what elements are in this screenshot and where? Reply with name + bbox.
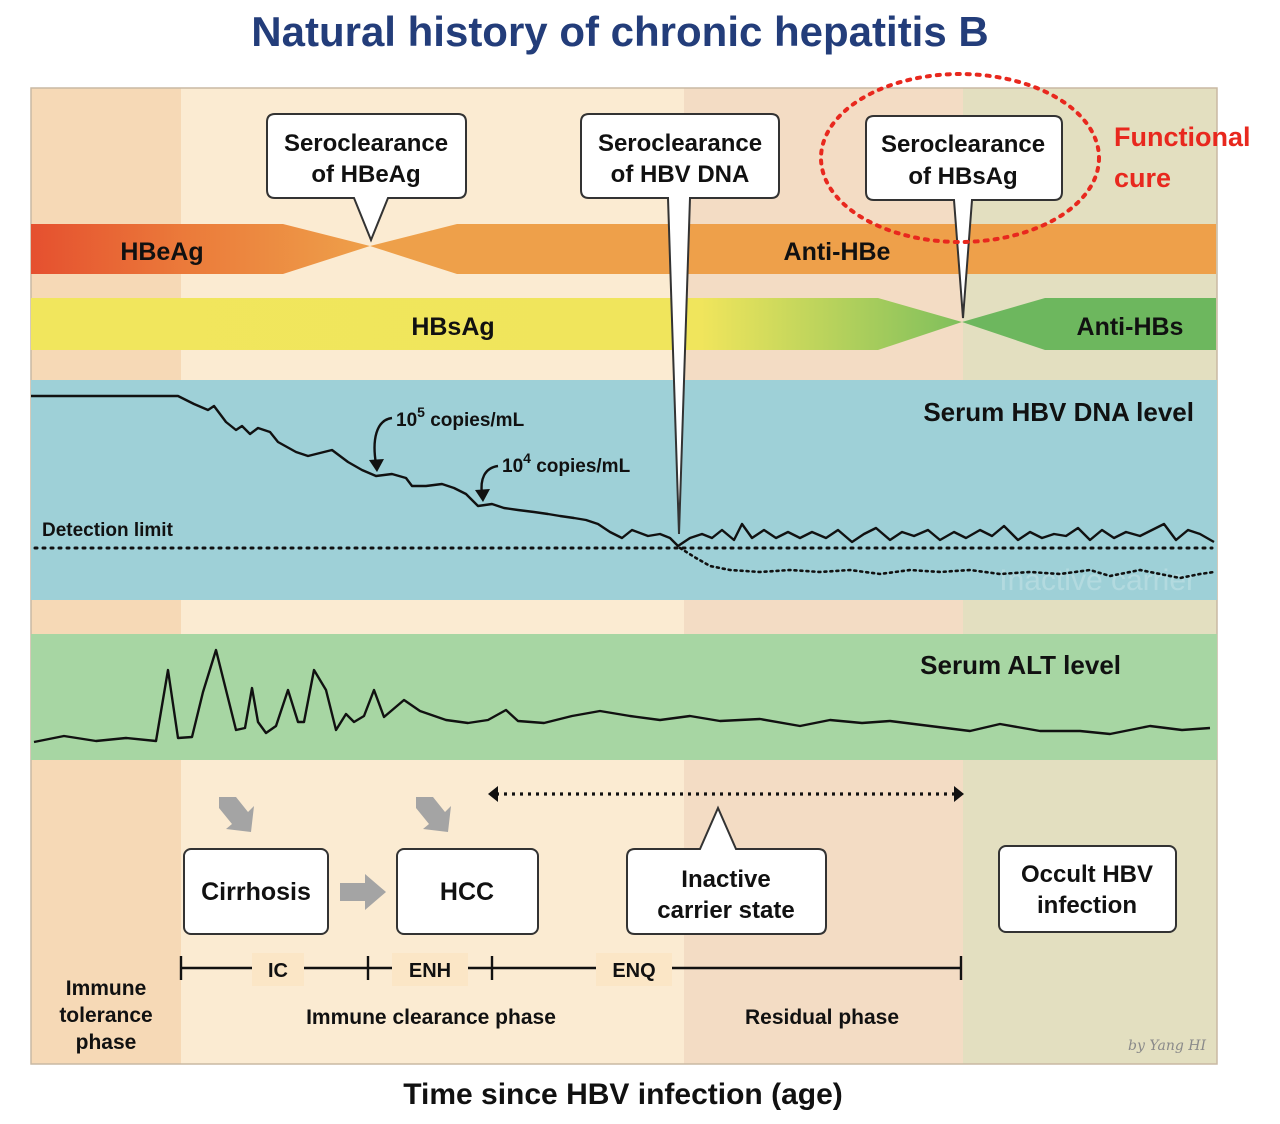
range-arrowhead-right-icon <box>954 786 964 802</box>
functional-cure-line1: Functional <box>1114 122 1251 152</box>
subphase-enq-label: ENQ <box>612 960 655 982</box>
dna-annotation-1e4-base: 10 <box>502 456 523 477</box>
immune-tolerance-line1: Immune <box>66 977 147 1000</box>
dna-annotation-1e5-arrowhead <box>369 459 384 472</box>
occult-hbv-box <box>998 845 1177 933</box>
dna-annotation-1e4-arrowhead <box>475 489 490 502</box>
dna-annotation-1e5-arrow <box>373 416 393 465</box>
cirrhosis-box <box>183 848 329 935</box>
inactive-carrier-line2: carrier state <box>657 897 794 924</box>
callout-hbeag-seroclearance <box>266 113 467 243</box>
enh-label-bg <box>392 953 468 986</box>
inactive-carrier-watermark: Inactive carrier <box>999 564 1196 597</box>
inactive-carrier-line1: Inactive <box>681 866 770 893</box>
functional-cure-line2: cure <box>1114 163 1171 193</box>
subphase-enh-label: ENH <box>409 960 451 982</box>
arrow-cirrhosis-to-hcc-icon <box>340 874 386 910</box>
dna-annotation-1e4-unit: copies/mL <box>531 456 631 477</box>
ic-label-bg <box>252 953 304 986</box>
arrow-to-hcc-icon <box>416 797 451 832</box>
hbv-dna-trace <box>31 394 1215 548</box>
occult-hbv-line1: Occult HBV <box>1021 861 1153 888</box>
alt-panel-title: Serum ALT level <box>920 650 1121 680</box>
alt-trace <box>33 648 1211 744</box>
callout-dna-line1: Seroclearance <box>598 130 762 157</box>
anti-hbe-band-label: Anti-HBe <box>784 238 891 266</box>
hbsag-band <box>31 298 962 350</box>
functional-cure-ellipse <box>819 72 1101 244</box>
callout-hbeag-line1: Seroclearance <box>284 130 448 157</box>
hbsag-band-label: HBsAg <box>411 313 494 341</box>
detection-limit-label: Detection limit <box>42 520 174 541</box>
author-signature: by Yang HI <box>1128 1038 1206 1054</box>
enq-label-bg <box>596 953 672 986</box>
callout-hbsag-line2: of HBsAg <box>908 163 1017 190</box>
callout-dna-line2: of HBV DNA <box>611 161 750 188</box>
x-axis-label: Time since HBV infection (age) <box>403 1078 843 1111</box>
subphase-ic-label: IC <box>268 960 288 982</box>
range-arrowhead-left-icon <box>488 786 498 802</box>
callout-hbeag-line2: of HBeAg <box>311 161 420 188</box>
dna-annotation-1e4: 104 copies/mL <box>502 450 631 477</box>
immune-tolerance-line2: tolerance <box>59 1004 152 1027</box>
immune-clearance-label: Immune clearance phase <box>306 1006 556 1029</box>
hcc-label: HCC <box>440 878 494 906</box>
immune-tolerance-line3: phase <box>76 1031 137 1054</box>
callout-dna-seroclearance <box>580 113 780 535</box>
anti-hbs-band-label: Anti-HBs <box>1077 313 1184 341</box>
callout-hbsag-line1: Seroclearance <box>881 131 1045 158</box>
dna-annotation-1e5-base: 10 <box>396 410 417 431</box>
arrow-to-cirrhosis-icon <box>219 797 254 832</box>
residual-phase-label: Residual phase <box>745 1006 899 1029</box>
hbeag-band <box>31 224 370 274</box>
dna-annotation-1e4-exp: 4 <box>523 450 531 466</box>
dna-annotation-1e5: 105 copies/mL <box>396 404 525 431</box>
hcc-box <box>396 848 539 935</box>
cirrhosis-label: Cirrhosis <box>201 878 311 906</box>
dna-annotation-1e5-exp: 5 <box>417 404 425 420</box>
occult-hbv-line2: infection <box>1037 892 1137 919</box>
hbv-dna-undetectable-trace <box>678 546 1216 580</box>
dna-panel <box>31 380 1217 600</box>
dna-annotation-1e5-unit: copies/mL <box>425 410 525 431</box>
inactive-carrier-callout <box>626 805 827 935</box>
dna-panel-title: Serum HBV DNA level <box>923 397 1194 427</box>
callout-hbsag-seroclearance <box>865 115 1063 319</box>
anti-hbs-band <box>962 298 1216 350</box>
hbeag-band-label: HBeAg <box>120 238 203 266</box>
page-title: Natural history of chronic hepatitis B <box>251 8 989 55</box>
